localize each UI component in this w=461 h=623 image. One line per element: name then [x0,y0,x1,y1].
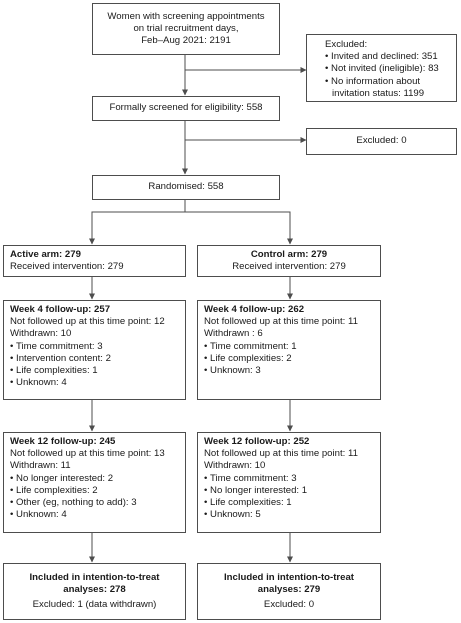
control-week12-withdrawn: Withdrawn: 10 [204,460,266,472]
withdrawal-reason: Time commitment: 1 [204,341,374,353]
control-arm-title: Control arm: 279 [250,249,328,260]
active-week12-not-followed: Not followed up at this time point: 13 [10,448,165,460]
control-week12-box: Week 12 follow-up: 252 Not followed up a… [197,432,381,533]
screened-box: Formally screened for eligibility: 558 [92,96,280,121]
excluded-reason: Invited and declined: 351 [325,51,450,63]
control-week4-box: Week 4 follow-up: 262 Not followed up at… [197,300,381,400]
split-line-right [185,211,293,245]
active-arm-received: Received intervention: 279 [10,261,124,273]
control-itt-line-1: Included in intention-to-treat [223,571,355,583]
enrolment-box: Women with screening appointments on tri… [92,3,280,55]
control-itt-excluded: Excluded: 0 [263,599,315,611]
active-week4-not-followed: Not followed up at this time point: 12 [10,316,165,328]
control-week4-not-followed: Not followed up at this time point: 11 [204,316,358,328]
excluded-2-text: Excluded: 0 [356,135,407,147]
withdrawal-reason: Unknown: 4 [10,509,179,521]
enrolment-line-2: on trial recruitment days, [133,22,239,34]
withdrawal-reason: Life complexities: 2 [204,353,374,365]
withdrawal-reason: Unknown: 5 [204,509,374,521]
excluded-title: Excluded: [325,39,368,50]
control-week4-title: Week 4 follow-up: 262 [204,304,305,315]
active-week12-withdrawn: Withdrawn: 11 [10,460,71,472]
excluded-reason: Not invited (ineligible): 83 [325,63,450,75]
withdrawal-reason: Life complexities: 2 [10,485,179,497]
active-arm-title: Active arm: 279 [10,249,81,260]
screened-text: Formally screened for eligibility: 558 [109,102,263,114]
active-week4-reasons: Time commitment: 3 Intervention content:… [10,341,179,390]
active-week4-box: Week 4 follow-up: 257 Not followed up at… [3,300,186,400]
control-itt-line-2: analyses: 279 [257,583,321,595]
active-week12-box: Week 12 follow-up: 245 Not followed up a… [3,432,186,533]
control-arm-received: Received intervention: 279 [232,261,346,273]
active-itt-line-2: analyses: 278 [63,583,126,595]
excluded-box-1: Excluded: Invited and declined: 351 Not … [306,34,457,102]
active-week12-reasons: No longer interested: 2 Life complexitie… [10,473,179,522]
withdrawal-reason: Intervention content: 2 [10,353,179,365]
control-arm-box: Control arm: 279 Received intervention: … [197,245,381,277]
withdrawal-reason: Time commitment: 3 [10,341,179,353]
withdrawal-reason: No longer interested: 1 [204,485,374,497]
randomised-text: Randomised: 558 [148,181,224,193]
active-itt-excluded: Excluded: 1 (data withdrawn) [32,599,157,611]
withdrawal-reason: Time commitment: 3 [204,473,374,485]
active-week12-title: Week 12 follow-up: 245 [10,436,116,447]
control-week12-not-followed: Not followed up at this time point: 11 [204,448,358,460]
control-week12-reasons: Time commitment: 3 No longer interested:… [204,473,374,522]
enrolment-line-1: Women with screening appointments [107,10,265,22]
withdrawal-reason: Other (eg, nothing to add): 3 [10,497,179,509]
withdrawal-reason: Unknown: 3 [204,365,374,377]
withdrawal-reason: Unknown: 4 [10,377,179,389]
split-line [89,200,186,245]
excluded-box-2: Excluded: 0 [306,128,457,155]
withdrawal-reason: No longer interested: 2 [10,473,179,485]
withdrawal-reason: Life complexities: 1 [204,497,374,509]
active-week4-withdrawn: Withdrawn: 10 [10,328,72,340]
active-itt-line-1: Included in intention-to-treat [29,571,160,583]
excluded-reason: No information about invitation status: … [325,76,450,100]
enrolment-line-3: Feb–Aug 2021: 2191 [141,35,231,47]
active-arm-box: Active arm: 279 Received intervention: 2… [3,245,186,277]
randomised-box: Randomised: 558 [92,175,280,200]
excluded-reasons-list: Invited and declined: 351 Not invited (i… [325,51,450,100]
active-itt-box: Included in intention-to-treat analyses:… [3,563,186,620]
control-week4-withdrawn: Withdrawn : 6 [204,328,263,340]
control-itt-box: Included in intention-to-treat analyses:… [197,563,381,620]
control-week12-title: Week 12 follow-up: 252 [204,436,310,447]
control-week4-reasons: Time commitment: 1 Life complexities: 2 … [204,341,374,378]
active-week4-title: Week 4 follow-up: 257 [10,304,111,315]
withdrawal-reason: Life complexities: 1 [10,365,179,377]
